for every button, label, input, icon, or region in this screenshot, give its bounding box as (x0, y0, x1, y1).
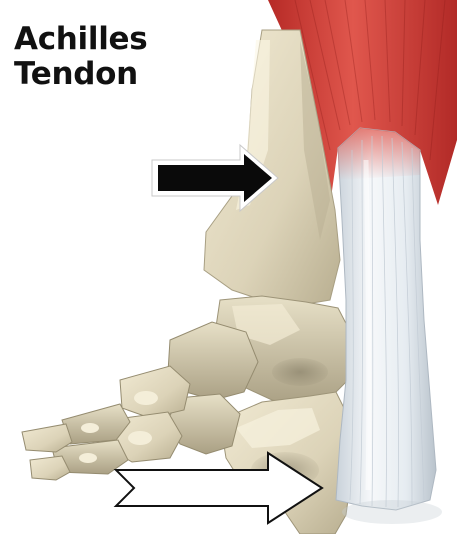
tendon-insertion-shadow (342, 500, 442, 524)
title-line-2: Tendon (14, 57, 147, 92)
black-arrow-icon (146, 142, 282, 214)
illustration-title: Achilles Tendon (14, 22, 147, 92)
title-line-1: Achilles (14, 22, 147, 57)
white-arrow-icon (112, 450, 328, 526)
achilles-tendon (336, 128, 436, 510)
